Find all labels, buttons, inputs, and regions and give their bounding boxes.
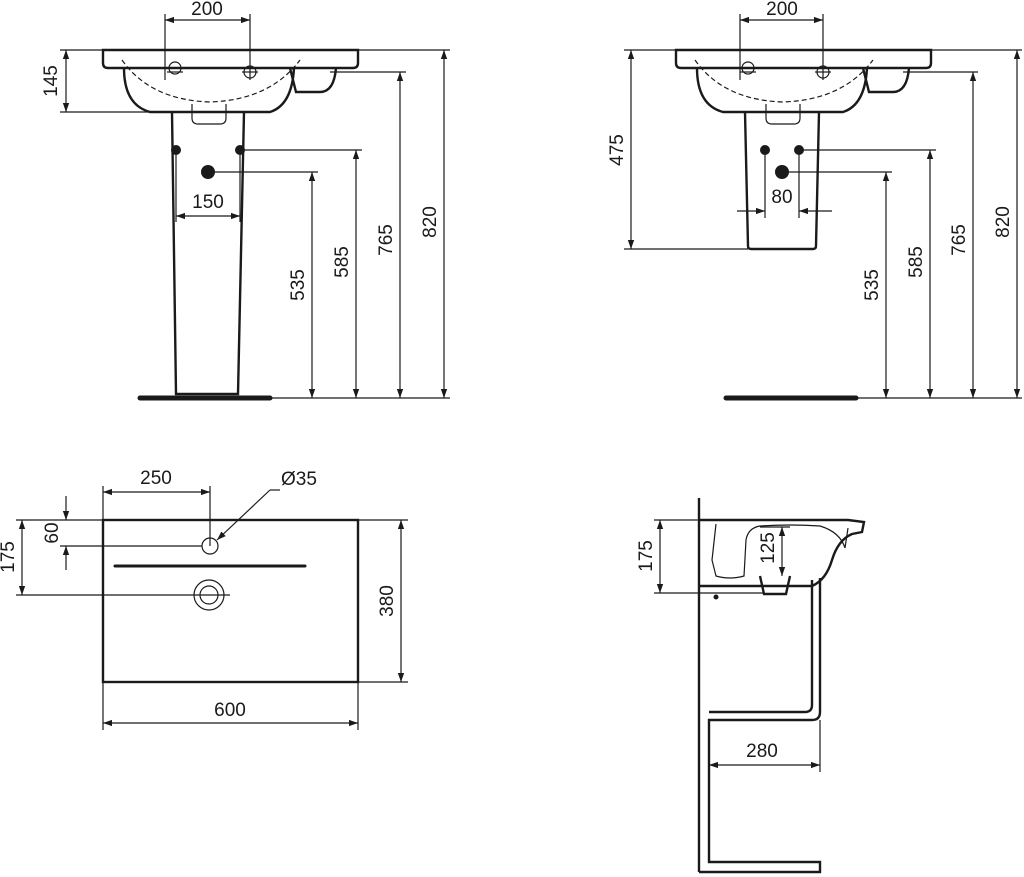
- dim-rim-height: 820: [420, 206, 441, 238]
- dim-tap-offset: 250: [140, 468, 172, 489]
- dim-tap-from-back: 60: [42, 522, 63, 543]
- dim-underside-height: 765: [376, 224, 397, 256]
- dim-supply-spacing: 150: [192, 192, 224, 213]
- dim-bracket-depth: 475: [607, 134, 628, 166]
- dim-rim-height: 820: [993, 206, 1014, 238]
- dim-depth: 380: [377, 585, 398, 617]
- side-view: 175 125 280: [636, 498, 866, 874]
- dim-waste-from-back: 175: [0, 541, 19, 573]
- dim-tap-spacing: 200: [766, 0, 798, 20]
- dim-tap-hole-diameter: Ø35: [281, 469, 317, 490]
- dim-supply-height: 585: [332, 246, 353, 278]
- front-view-pedestal: 200 145 150 535 585 765 820: [41, 0, 450, 401]
- dim-underside-height: 765: [949, 224, 970, 256]
- dim-supply-spacing: 80: [771, 187, 792, 208]
- dim-supply-height: 585: [906, 246, 927, 278]
- dim-waste-height: 535: [862, 269, 883, 301]
- dim-tap-spacing: 200: [191, 0, 223, 20]
- front-view-semi-pedestal: 200 475 80 535 585 765 820: [607, 0, 1022, 401]
- dim-bowl-depth: 145: [41, 65, 62, 97]
- dim-projection: 280: [746, 741, 778, 762]
- dim-waste-height: 125: [758, 532, 779, 564]
- dim-width: 600: [214, 700, 246, 721]
- dim-bowl-height: 175: [636, 540, 657, 572]
- plan-view: 250 Ø35 60 175 380 600: [0, 468, 408, 730]
- dim-waste-height: 535: [288, 269, 309, 301]
